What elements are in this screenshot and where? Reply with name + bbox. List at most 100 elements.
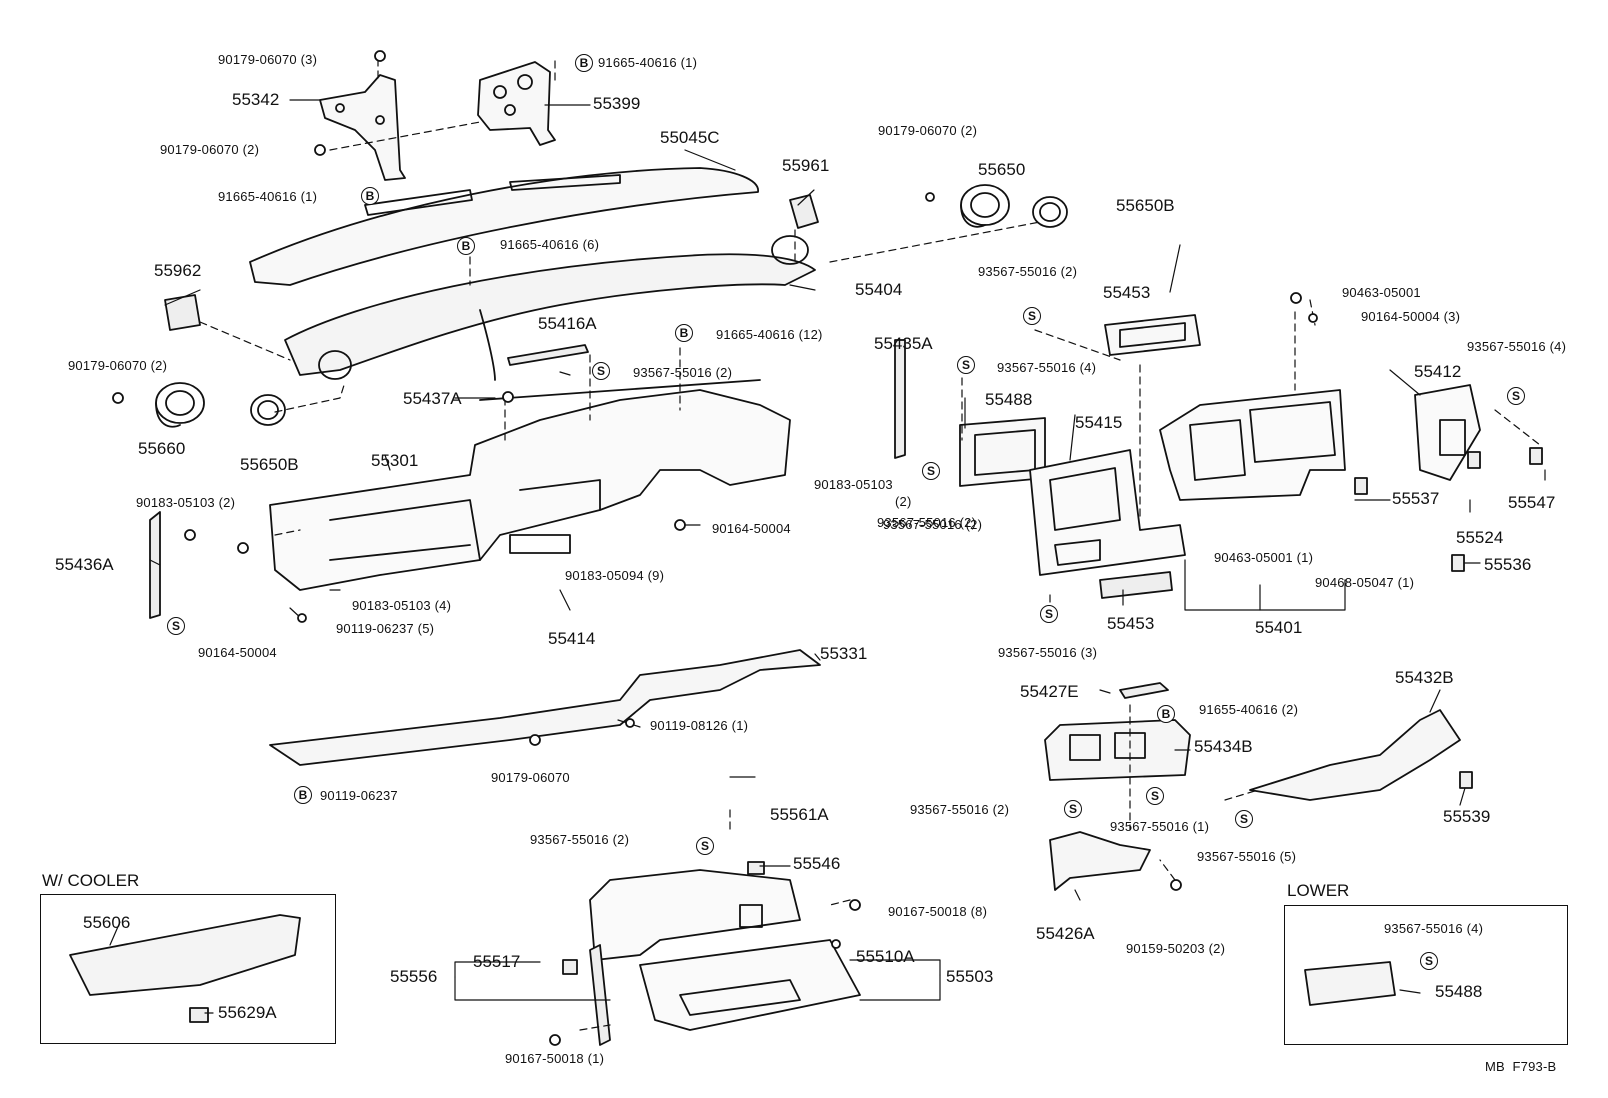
part-label: 55401 [1255, 618, 1303, 637]
screw-symbol: S [1420, 952, 1438, 970]
part-label: 90119-06237 [320, 788, 398, 803]
part-label: 55435A [874, 334, 933, 353]
part-label: 93567-55016 (2) [910, 802, 1010, 817]
bracket-55399 [477, 61, 556, 146]
part-label: 90183-05094 (9) [565, 568, 665, 583]
part-label: 91665-40616 (1) [598, 55, 698, 70]
duct-55434B [1044, 719, 1191, 781]
part-label: 90468-05047 (1) [1315, 575, 1415, 590]
part-label: 55414 [548, 629, 596, 648]
part-label: 90164-50004 (3) [1361, 309, 1461, 324]
part-label: 55650B [1116, 196, 1175, 215]
cluster-55453-top [1104, 314, 1201, 356]
part-label: 90463-05001 [1342, 285, 1421, 300]
part-label: 91665-40616 (1) [218, 189, 318, 204]
part-label: (2) [895, 494, 912, 509]
group-box-cooler [40, 894, 336, 1044]
part-label: 93567-55016 (2) [978, 264, 1078, 279]
dash-pad-upper [249, 167, 759, 286]
bolt-symbol: B [1157, 705, 1175, 723]
part-label: 55517 [473, 952, 521, 971]
part-label: 90159-50203 (2) [1126, 941, 1226, 956]
vent-55650 [960, 184, 1010, 228]
part-label: 55962 [154, 261, 202, 280]
part-label: 93567-55016 (4) [1467, 339, 1567, 354]
cluster-55415 [1029, 449, 1186, 576]
part-label: 90119-06237 (5) [336, 621, 435, 636]
group-title-cooler: W/ COOLER [42, 871, 140, 890]
group-box-lower [1284, 905, 1568, 1045]
part-label: 93567-55016 (4) [997, 360, 1097, 375]
part-label: 55416A [538, 314, 597, 333]
part-label: 55412 [1414, 362, 1462, 381]
screw-symbol: S [167, 617, 185, 635]
part-label: 90179-06070 (2) [878, 123, 978, 138]
screw-symbol: S [957, 356, 975, 374]
part-label: 93567-55016 (2) [877, 515, 977, 530]
dash-pad-lower [284, 235, 816, 381]
part-label: 55453 [1107, 614, 1155, 633]
bolt-symbol: B [457, 237, 475, 255]
figure-code: MB F793-B [1485, 1059, 1557, 1074]
screw-symbol: S [592, 362, 610, 380]
cluster-55401 [1159, 389, 1346, 501]
part-label: 91665-40616 (6) [500, 237, 600, 252]
vent-55660 [155, 382, 205, 428]
part-label: 55437A [403, 389, 462, 408]
part-label: 90183-05103 (2) [136, 495, 236, 510]
part-label: 55546 [793, 854, 841, 873]
part-label: 55301 [371, 451, 419, 470]
screw-symbol: S [1235, 810, 1253, 828]
screw-symbol: S [1023, 307, 1041, 325]
screw-symbol: S [922, 462, 940, 480]
part-label: 90164-50004 [198, 645, 277, 660]
glove-box-55503 [589, 869, 861, 1031]
bolt-symbol: B [575, 54, 593, 72]
part-label: 93567-55016 (2) [883, 517, 983, 532]
part-label: 55961 [782, 156, 830, 175]
part-label: 93567-55016 (4) [1384, 921, 1484, 936]
part-label: 55629A [218, 1003, 277, 1022]
part-label: 55650 [978, 160, 1026, 179]
part-label: 93567-55016 (5) [1197, 849, 1297, 864]
part-label: 90179-06070 [491, 770, 570, 785]
part-label: 55539 [1443, 807, 1491, 826]
part-label: 55660 [138, 439, 186, 458]
part-label: 55606 [83, 913, 131, 932]
cluster-55412 [1414, 384, 1481, 481]
part-label: 55342 [232, 90, 280, 109]
part-label: 55561A [770, 805, 829, 824]
part-label: 90119-08126 (1) [650, 718, 749, 733]
part-label: 55510A [856, 947, 915, 966]
bolt-symbol: B [294, 786, 312, 804]
part-label: 93567-55016 (2) [530, 832, 630, 847]
part-label: 55331 [820, 644, 868, 663]
part-label: 55547 [1508, 493, 1556, 512]
bolt-symbol: B [361, 187, 379, 205]
part-label: 55404 [855, 280, 903, 299]
part-label: 55524 [1456, 528, 1504, 547]
part-label: 55556 [390, 967, 438, 986]
part-label: 55436A [55, 555, 114, 574]
part-label: 90179-06070 (2) [160, 142, 260, 157]
part-label: 55488 [1435, 982, 1483, 1001]
part-label: 90167-50018 (8) [888, 904, 988, 919]
part-label: 55045C [660, 128, 720, 147]
part-label: 90463-05001 (1) [1214, 550, 1314, 565]
screw-symbol: S [696, 837, 714, 855]
duct-55432B [1249, 709, 1461, 801]
part-label: 90183-05103 (4) [352, 598, 452, 613]
part-label: 55503 [946, 967, 994, 986]
bezel-55650B-left [250, 394, 286, 426]
part-label: 55453 [1103, 283, 1151, 302]
part-label: 90167-50018 (1) [505, 1051, 605, 1066]
screw-symbol: S [1507, 387, 1525, 405]
part-label: 91655-40616 (2) [1199, 702, 1299, 717]
screw-symbol: S [1064, 800, 1082, 818]
part-label: 90164-50004 [712, 521, 791, 536]
part-label: 55536 [1484, 555, 1532, 574]
part-label: 55537 [1392, 489, 1440, 508]
bolt-symbol: B [675, 324, 693, 342]
part-label: 55427E [1020, 682, 1079, 701]
